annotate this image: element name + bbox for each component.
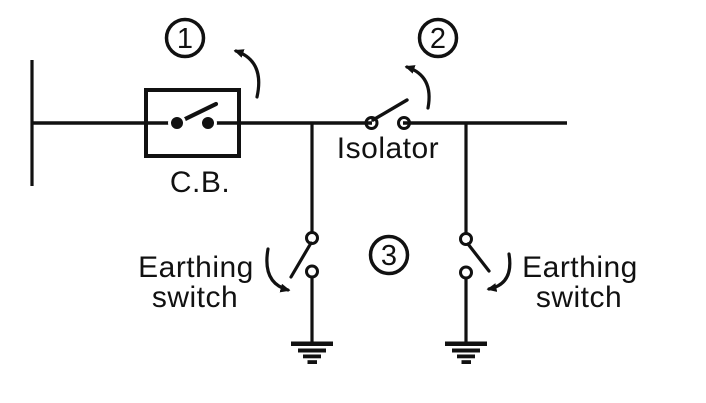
- cb-opening-arrow: [233, 49, 261, 99]
- circuit-breaker-symbol: [144, 88, 241, 158]
- ground-bar: [457, 354, 475, 359]
- earthing-switch-left-contact-bottom: [305, 264, 319, 279]
- ground-bar: [445, 341, 487, 346]
- step-badge-1-number: 1: [177, 23, 193, 55]
- earthing-switch-left-label-line2: switch: [152, 281, 238, 314]
- earthing-switch-right-label-line1: Earthing: [522, 251, 638, 284]
- isolator-contact-right: [397, 116, 411, 130]
- circuit-breaker-box: [144, 88, 241, 158]
- earthing-left-closing-arrow: [265, 247, 291, 293]
- earthing-right-closing-arrow: [486, 252, 512, 292]
- isolator-contact-left: [364, 116, 379, 130]
- earth-ground-icon: [445, 341, 487, 364]
- isolator-label: Isolator: [337, 132, 439, 165]
- ground-bar: [452, 348, 480, 353]
- step-badge-3-number: 3: [381, 240, 397, 272]
- earth-ground-icon: [291, 341, 333, 364]
- earthing-switch-right-contact-bottom: [459, 265, 473, 280]
- isolator-opening-arrow: [404, 65, 431, 110]
- earthing-switch-left-blade: [289, 241, 313, 279]
- earthing-switch-right-blade: [466, 242, 491, 273]
- isolator-symbol: [364, 98, 411, 130]
- ground-bar: [461, 360, 471, 364]
- isolator-blade: [371, 98, 409, 122]
- earthing-switch-right-contact-top: [459, 232, 473, 246]
- earthing-switch-right-label-line2: switch: [536, 281, 622, 314]
- step-badge-1: 1: [164, 17, 206, 59]
- earthing-switch-left-symbol: [289, 123, 333, 364]
- step-badge-2-circle: [417, 17, 459, 59]
- ground-bar: [303, 354, 321, 359]
- earthing-switch-right-symbol: [445, 123, 491, 364]
- step-badge-2: 2: [417, 17, 459, 59]
- cb-label: C.B.: [170, 166, 230, 199]
- ground-bar: [298, 348, 326, 353]
- step-badge-3: 3: [368, 234, 410, 276]
- circuit-breaker-contact-left: [168, 114, 186, 132]
- step-badge-3-circle: [368, 234, 410, 276]
- step-badge-2-number: 2: [430, 23, 446, 55]
- earthing-switch-left-label-line1: Earthing: [138, 251, 254, 284]
- circuit-breaker-contact-right: [199, 114, 217, 132]
- step-badge-1-circle: [164, 17, 206, 59]
- ground-bar: [291, 341, 333, 346]
- ground-bar: [307, 360, 317, 364]
- earthing-switch-left-contact-top: [305, 231, 319, 245]
